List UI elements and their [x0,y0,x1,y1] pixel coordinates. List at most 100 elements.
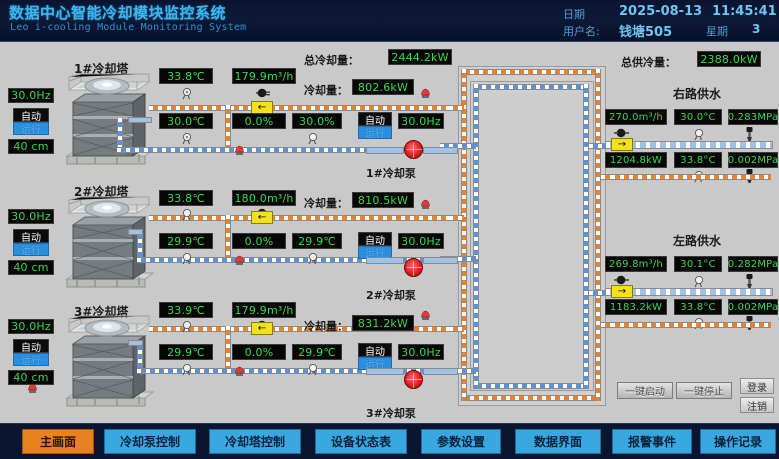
tower-2-valve-opening-1: 0.0% [232,233,286,249]
pump-2-mode[interactable]: 自动 [358,232,392,247]
pressure-sensor-icon-supply-1 [746,127,753,141]
nav-button-pump-control[interactable]: 冷却泵控制 [104,429,196,454]
tower-1-flow: 179.9m³/h [232,68,296,84]
supply-line-1-supply-pressure: 0.283MPa [728,109,778,125]
total-cooling-label: 总冷却量： [304,54,359,67]
manifold-stub-hot-2 [440,215,464,221]
total-supply-value: 2388.0kW [697,51,761,67]
temperature-sensor-icon-3a [182,320,192,333]
pump-3-frequency: 30.0Hz [398,344,444,360]
pump-3-icon[interactable] [404,370,423,389]
temperature-sensor-icon-2a [182,208,192,221]
date-label: 日期 [563,8,585,21]
total-cooling-value: 2444.2kW [388,49,452,65]
supply-line-2-return-temp: 33.8°C [674,299,722,315]
login-button[interactable]: 登录 [740,378,774,394]
tower-1-valve-opening-1: 0.0% [232,113,286,129]
tower-2-cooling-value: 810.5kW [352,192,414,208]
central-manifold-inner [470,81,594,391]
manifold-cold-top [473,84,589,90]
alarm-beacon-icon-1c [421,88,430,98]
stop-all-button[interactable]: 一键停止 [676,382,732,399]
tower-1-run-state: 运行 [13,122,49,136]
username-value: 钱塘505 [619,25,673,40]
total-supply-label: 总供冷量： [621,56,676,69]
pressure-sensor-icon-supply-2 [746,274,753,288]
alarm-beacon-icon-3c [421,310,430,320]
tower-1-hot-drop [225,105,231,150]
manifold-stub-cold-3 [440,368,476,374]
start-all-button[interactable]: 一键启动 [617,382,673,399]
nav-button-device-status[interactable]: 设备状态表 [315,429,407,454]
tower-1-mode[interactable]: 自动 [13,108,49,123]
manifold-stub-hot-3 [440,326,464,332]
bottom-nav-bar: 主画面 冷却泵控制 冷却塔控制 设备状态表 参数设置 数据界面 报警事件 操作记… [0,423,779,459]
supply-line-1-flow: 270.0m³/h [605,109,667,125]
pump-1-icon[interactable] [404,140,423,159]
weekday-label: 星期 [706,25,728,38]
tower-3-valve-opening-2: 29.9℃ [292,344,342,360]
nav-button-data-view[interactable]: 数据界面 [515,429,601,454]
flow-meter-icon-supply-2 [614,275,629,285]
manifold-stub-cold-2 [440,256,476,262]
pump-3-mode[interactable]: 自动 [358,343,392,358]
tower-3-flow: 179.9m³/h [232,302,296,318]
supply-line-1-return-pipe [611,174,771,180]
supply-line-1-return-temp: 33.8°C [674,152,722,168]
pump-1-mode[interactable]: 自动 [358,112,392,127]
temperature-sensor-icon-supply-1 [694,128,704,141]
pump-2-title: 2#冷却泵 [366,289,416,302]
nav-button-operation-log[interactable]: 操作记录 [700,429,776,454]
tower-3-run-state: 运行 [13,353,49,367]
flow-meter-icon-supply-1 [614,128,629,138]
tower-3-hot-line [149,326,449,332]
pump-3-outlet-pipe [423,368,458,375]
tower-1-cold-riser [117,118,123,150]
motorized-valve-icon-2[interactable]: ← [251,211,273,224]
nav-button-alarm-events[interactable]: 报警事件 [612,429,692,454]
tower-1-cold-line [117,147,457,153]
pump-1-title: 1#冷却泵 [366,167,416,180]
tower-2-mode[interactable]: 自动 [13,229,49,244]
tower-3-valve-opening-1: 0.0% [232,344,286,360]
tower-2-hot-drop [225,215,231,263]
motorized-valve-icon-3[interactable]: ← [251,322,273,335]
temperature-sensor-icon-1a [182,87,192,100]
pump-2-outlet-pipe [423,257,458,264]
supply-line-1-return-pressure: 0.002MPa [728,152,778,168]
tower-1-water-level: 40 cm [8,139,54,154]
tower-2-supply-temp: 29.9℃ [159,233,213,249]
supply-line-1-supply-temp: 30.0°C [674,109,722,125]
tower-3-cold-outlet [128,340,143,346]
manifold-hot-left [461,69,467,401]
tower-2-cold-outlet [128,229,143,235]
app-title-en: Leo i-cooling Module Monitoring System [10,22,247,33]
tower-3-mode[interactable]: 自动 [13,339,49,354]
supply-line-2-supply-pressure: 0.282MPa [728,256,778,272]
supply-line-2-supply-temp: 30.1°C [674,256,722,272]
pump-1-frequency: 30.0Hz [398,113,444,129]
pump-2-icon[interactable] [404,258,423,277]
alarm-beacon-icon-1b [235,145,244,155]
pump-3-title: 3#冷却泵 [366,407,416,420]
temperature-sensor-icon-1c [308,132,318,145]
nav-button-parameters[interactable]: 参数设置 [421,429,501,454]
temperature-sensor-icon-1b [182,132,192,145]
tower-1-supply-temp: 30.0℃ [159,113,213,129]
temperature-sensor-icon-3c [308,363,318,376]
supply-line-2-pipe [605,288,773,296]
motorized-valve-icon-supply-1[interactable]: → [611,138,633,151]
tower-2-hot-line [149,215,449,221]
nav-button-main[interactable]: 主画面 [22,429,94,454]
pump-1-run-state: 运行 [358,126,392,140]
nav-button-tower-control[interactable]: 冷却塔控制 [209,429,301,454]
tower-1-valve-opening-2: 30.0% [292,113,342,129]
logout-button[interactable]: 注销 [740,397,774,413]
pressure-sensor-icon-return-1 [746,169,753,183]
tower-1-cooling-label: 冷却量： [304,84,348,97]
alarm-beacon-icon-2b [235,255,244,265]
motorized-valve-icon-supply-2[interactable]: → [611,285,633,298]
username-label: 用户名: [563,25,600,38]
supply-line-1-power: 1204.8kW [605,152,667,168]
